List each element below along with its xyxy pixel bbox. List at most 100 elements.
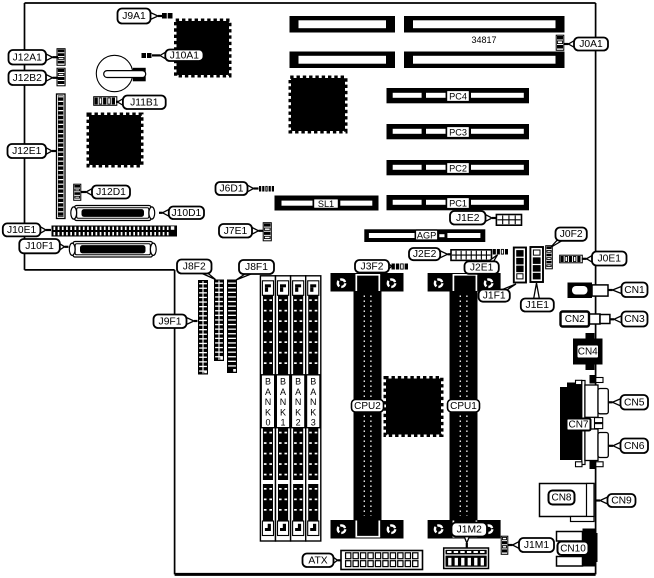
j12a1-connector: [56, 48, 66, 66]
part-number-text: 34817: [471, 35, 496, 45]
callout-j12d1-text: J12D1: [96, 187, 126, 198]
pci-slot-pc3: PC3: [386, 124, 529, 140]
j10d1-connector: [70, 204, 156, 222]
bank-label-char: N: [265, 397, 272, 407]
bank-label-char: 3: [311, 418, 316, 428]
callout-cn6-text: CN6: [624, 441, 645, 452]
callout-j0a1: J0A1: [563, 36, 609, 52]
j1m2-connector: [442, 547, 490, 570]
j2e1-connector: [492, 248, 508, 255]
texts: 34817: [471, 35, 496, 45]
label-cpu2: CPU2: [350, 398, 385, 413]
j11b1-connector: [93, 96, 118, 106]
callout-j0a1-text: J0A1: [579, 39, 603, 50]
j12b2-connector: [56, 67, 66, 87]
chip-u1: [173, 18, 232, 78]
callout-j1m1: J1M1: [507, 537, 555, 553]
slot-label-text: AGP: [417, 231, 436, 241]
j1e1-header: [529, 246, 544, 283]
callout-j1f1: J1F1: [477, 283, 517, 303]
callout-j9a1: J9A1: [116, 7, 163, 25]
callout-j7e1-text: J7E1: [224, 226, 248, 237]
slot-label-text: PC4: [449, 92, 467, 102]
j0a1-connector: [555, 34, 565, 51]
j12e1-connector: [55, 93, 66, 220]
pci-slot-pc1: PC1: [386, 195, 529, 211]
callout-atx: ATX: [301, 552, 341, 568]
bank-label-char: N: [310, 397, 317, 407]
label-cn10-text: CN10: [560, 543, 586, 554]
bank-label-char: A: [280, 387, 286, 397]
bank-label-char: N: [295, 397, 302, 407]
bank-label-char: B: [310, 377, 316, 387]
slot-label-text: PC1: [449, 199, 467, 209]
callout-j12e1: J12E1: [6, 143, 57, 159]
label-cn2: CN2: [559, 310, 591, 328]
bank-label-char: K: [280, 407, 286, 417]
isa-slot-1a: [289, 16, 395, 33]
callout-j1m2-text: J1M2: [457, 525, 482, 536]
label-cn8: CN8: [547, 489, 576, 506]
callout-j8f2: J8F2: [176, 258, 216, 281]
callout-j10d1-text: J10D1: [172, 208, 202, 219]
callout-j1e1: J1E1: [519, 282, 555, 313]
j6d1-connector: [259, 185, 274, 192]
bank-label-char: A: [310, 387, 316, 397]
callout-cn5-text: CN5: [624, 397, 645, 408]
callout-cn3: CN3: [610, 310, 649, 328]
cn1-connector: [567, 282, 609, 298]
callout-cn1: CN1: [608, 281, 649, 298]
chip-u3: [288, 75, 348, 134]
callout-j11b1: J11B1: [116, 94, 167, 110]
callout-j8f1: J8F1: [235, 259, 275, 281]
j8f2-connector: [214, 279, 224, 361]
pci-slot-pc2: PC2: [386, 160, 529, 176]
callout-j6d1: J6D1: [214, 181, 259, 196]
label-cn4: CN4: [575, 343, 600, 360]
callout-j10d1: J10D1: [159, 205, 205, 220]
slot-label-text: SL1: [318, 199, 334, 209]
callout-j2e2-text: J2E2: [413, 249, 437, 260]
callout-j10e1-text: J10E1: [7, 225, 36, 236]
slot-sl1: SL1: [274, 195, 379, 211]
callout-j2e1-text: J2E1: [470, 263, 494, 274]
label-cn2-text: CN2: [565, 314, 585, 325]
callout-j8f1-text: J8F1: [245, 262, 268, 273]
slot-label-text: PC3: [449, 128, 467, 138]
callout-cn9-text: CN9: [611, 496, 632, 507]
isa-slot-1b: [404, 16, 565, 33]
callout-j3f2: J3F2: [354, 259, 393, 274]
callout-j10e1: J10E1: [1, 222, 51, 238]
callout-j6d1-text: J6D1: [219, 184, 243, 195]
label-cn7: CN7: [565, 417, 592, 432]
isa-slot-2a: [289, 51, 395, 68]
j3f2-connector: [391, 263, 408, 270]
callout-j7e1: J7E1: [218, 223, 264, 239]
slot-agp: AGP: [364, 229, 486, 242]
label-cpu1: CPU1: [446, 398, 481, 413]
callout-j0e1-text: J0E1: [598, 254, 622, 265]
pci-slot-pc4: PC4: [386, 88, 529, 104]
isa-slot-2b: [404, 51, 565, 68]
callout-cn1-text: CN1: [624, 285, 645, 296]
j2e2-connector: [450, 249, 493, 262]
callout-cn3-text: CN3: [624, 314, 645, 325]
callout-j1e2-text: J1E2: [456, 213, 480, 224]
j8f1-connector: [227, 279, 237, 373]
bank-label-char: A: [265, 387, 271, 397]
callout-j12a1-text: J12A1: [13, 52, 42, 63]
j1m1-connector: [500, 535, 509, 555]
callout-j0e1: J0E1: [581, 250, 628, 267]
bank-label-char: 2: [296, 418, 301, 428]
atx-power-connector: [340, 549, 424, 571]
callout-cn9: CN9: [596, 493, 637, 508]
callout-j2e2: J2E2: [408, 247, 451, 262]
label-cpu1-text: CPU1: [450, 401, 477, 412]
label-cn10: CN10: [556, 540, 590, 556]
